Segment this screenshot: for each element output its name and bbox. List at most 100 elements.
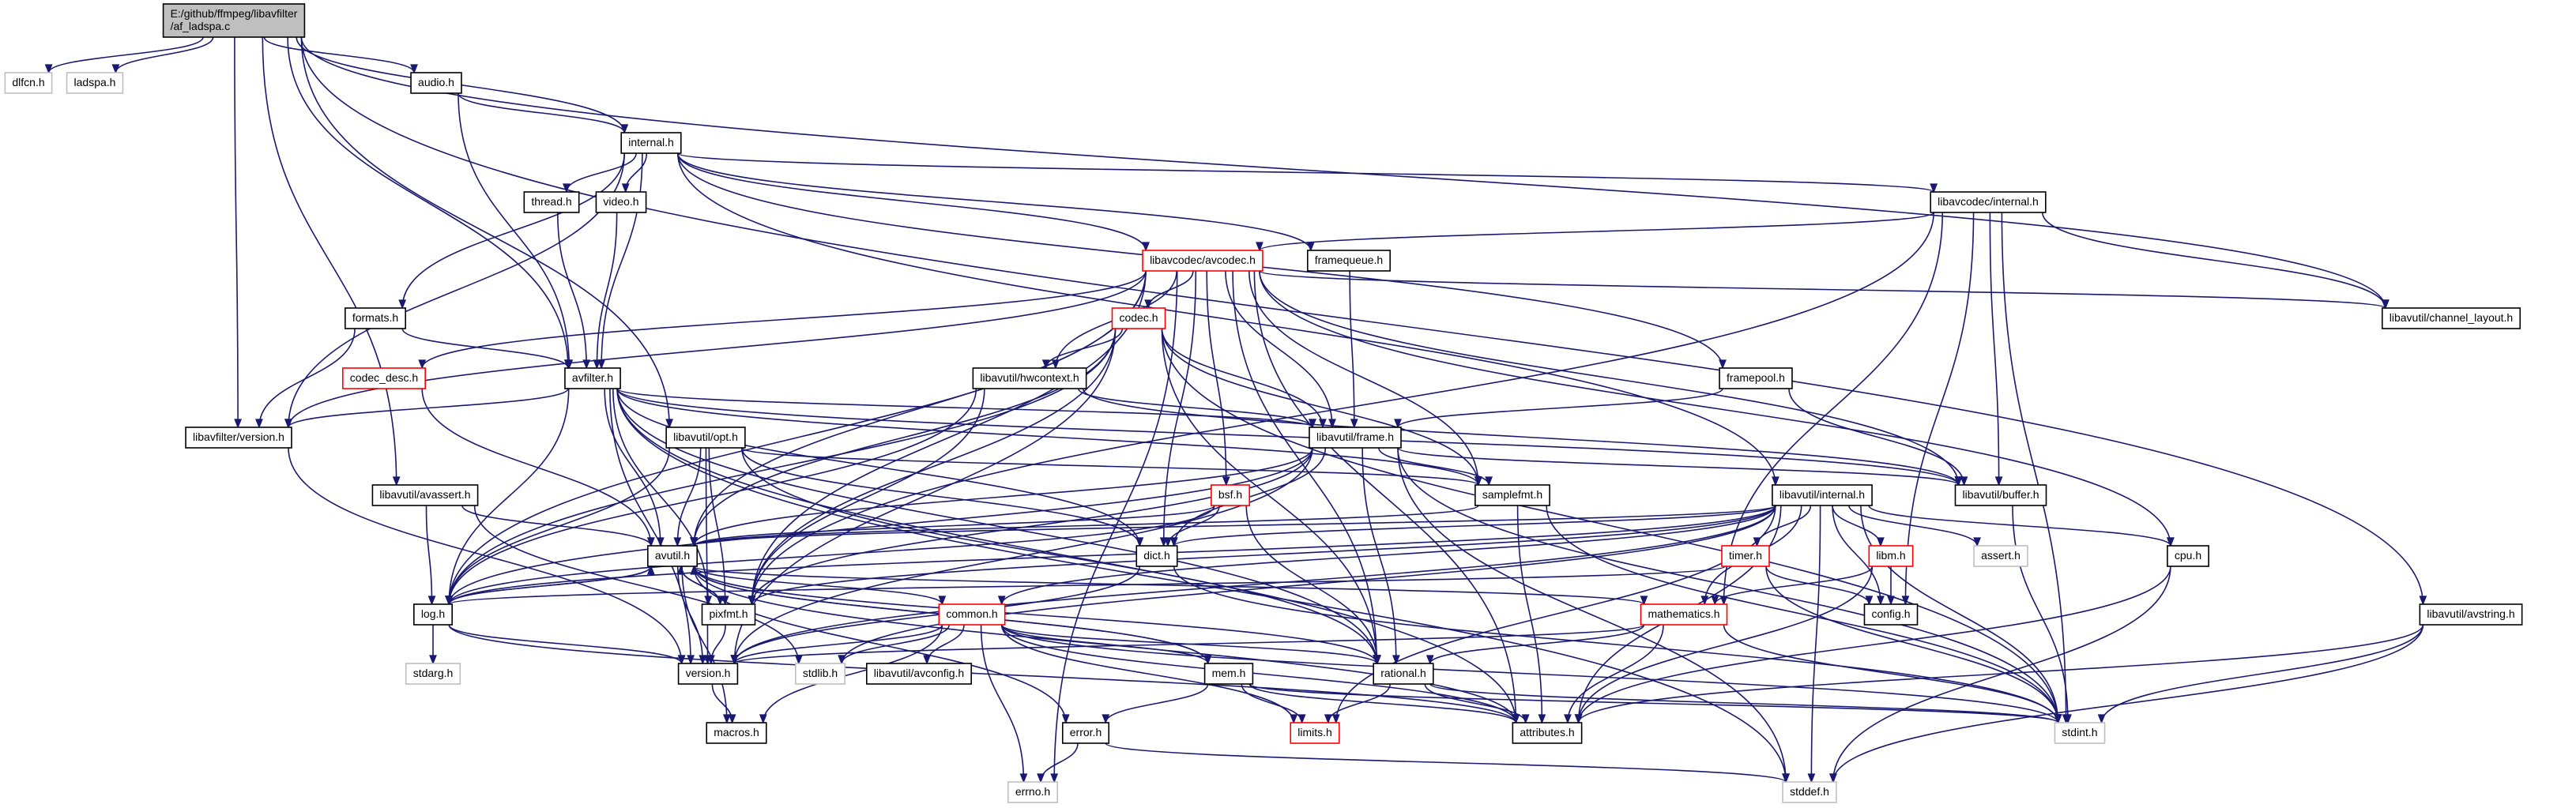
node-box bbox=[938, 603, 1006, 626]
node-label: audio.h bbox=[418, 76, 454, 88]
arrowhead bbox=[1512, 714, 1520, 724]
node-libm[interactable]: libm.h bbox=[1868, 545, 1914, 567]
edge-codec-to-frame bbox=[1161, 328, 1327, 429]
edge-lavc_internal-to-buffer bbox=[1989, 212, 2003, 487]
node-mem[interactable]: mem.h bbox=[1203, 663, 1254, 685]
node-box bbox=[1306, 250, 1392, 272]
node-box bbox=[1290, 722, 1340, 744]
edge-mathematics-to-version bbox=[730, 624, 1645, 665]
node-label: config.h bbox=[1871, 607, 1910, 620]
node-label: version.h bbox=[686, 667, 731, 679]
arrowhead bbox=[1135, 537, 1144, 547]
node-avfilter[interactable]: avfilter.h bbox=[564, 367, 621, 389]
node-dlfcn[interactable]: dlfcn.h bbox=[4, 72, 53, 94]
node-avconfig[interactable]: libavutil/avconfig.h bbox=[865, 663, 973, 685]
node-box bbox=[523, 191, 580, 213]
node-buffer[interactable]: libavutil/buffer.h bbox=[1954, 484, 2047, 506]
node-box bbox=[413, 603, 453, 626]
node-lavc-internal[interactable]: libavcodec/internal.h bbox=[1930, 191, 2047, 213]
node-stdarg[interactable]: stdarg.h bbox=[405, 663, 461, 685]
node-macros[interactable]: macros.h bbox=[706, 722, 767, 744]
arrowhead bbox=[1222, 476, 1230, 487]
node-pixfmt[interactable]: pixfmt.h bbox=[701, 603, 756, 626]
node-box bbox=[4, 72, 53, 94]
node-video[interactable]: video.h bbox=[595, 191, 647, 213]
node-box bbox=[1782, 781, 1837, 803]
node-root[interactable]: E:/github/ffmpeg/libavfilter/af_ladspa.c bbox=[162, 3, 306, 38]
node-thread[interactable]: thread.h bbox=[523, 191, 580, 213]
arrowhead bbox=[1711, 596, 1719, 606]
edge-avutil-to-common bbox=[693, 566, 947, 606]
edge-rational-to-stdint bbox=[1429, 683, 2062, 724]
node-cpu[interactable]: cpu.h bbox=[2167, 545, 2209, 567]
arrowhead bbox=[690, 537, 699, 547]
node-label: libavutil/hwcontext.h bbox=[980, 371, 1079, 384]
node-formats[interactable]: formats.h bbox=[345, 307, 406, 329]
node-box bbox=[1007, 781, 1058, 803]
node-codec[interactable]: codec.h bbox=[1111, 307, 1166, 329]
node-box bbox=[410, 72, 462, 94]
node-label: E:/github/ffmpeg/libavfilter bbox=[171, 7, 298, 20]
node-version[interactable]: version.h bbox=[677, 663, 739, 685]
node-stddef[interactable]: stddef.h bbox=[1782, 781, 1837, 803]
node-hwcontext[interactable]: libavutil/hwcontext.h bbox=[972, 367, 1087, 389]
node-codec-desc[interactable]: codec_desc.h bbox=[341, 367, 427, 389]
node-label: avutil.h bbox=[655, 549, 690, 562]
arrowhead bbox=[1350, 419, 1358, 429]
node-label: limits.h bbox=[1297, 726, 1332, 738]
node-assert[interactable]: assert.h bbox=[1973, 545, 2028, 567]
node-label: /af_ladspa.c bbox=[171, 20, 231, 32]
node-box bbox=[2381, 307, 2521, 329]
edge-internal-to-lavu_internal bbox=[676, 152, 1779, 487]
node-framequeue[interactable]: framequeue.h bbox=[1306, 250, 1392, 272]
node-mathematics[interactable]: mathematics.h bbox=[1640, 603, 1728, 626]
node-audio[interactable]: audio.h bbox=[410, 72, 462, 94]
arrowhead bbox=[111, 64, 120, 74]
node-rational[interactable]: rational.h bbox=[1373, 663, 1434, 685]
node-internal[interactable]: internal.h bbox=[620, 132, 682, 154]
node-errno[interactable]: errno.h bbox=[1007, 781, 1058, 803]
node-channel-layout[interactable]: libavutil/channel_layout.h bbox=[2381, 307, 2521, 329]
edge-root-to-avstring bbox=[300, 36, 2427, 606]
node-lavf-version[interactable]: libavfilter/version.h bbox=[185, 427, 292, 449]
edge-error-to-stddef bbox=[1105, 742, 1790, 784]
arrowhead bbox=[676, 565, 685, 575]
node-opt[interactable]: libavutil/opt.h bbox=[665, 427, 746, 449]
node-stdint[interactable]: stdint.h bbox=[2054, 722, 2106, 744]
node-frame[interactable]: libavutil/frame.h bbox=[1309, 427, 1402, 449]
edge-frame-to-stddef bbox=[1397, 447, 1790, 784]
node-box bbox=[2419, 603, 2523, 626]
node-samplefmt[interactable]: samplefmt.h bbox=[1474, 484, 1550, 506]
edge-root-to-audio bbox=[263, 36, 418, 74]
node-label: codec_desc.h bbox=[350, 371, 418, 384]
node-box bbox=[341, 367, 427, 389]
node-stdlib[interactable]: stdlib.h bbox=[795, 663, 845, 685]
node-common[interactable]: common.h bbox=[938, 603, 1006, 626]
node-attributes[interactable]: attributes.h bbox=[1512, 722, 1583, 744]
node-framepool[interactable]: framepool.h bbox=[1719, 367, 1793, 389]
node-dict[interactable]: dict.h bbox=[1135, 545, 1178, 567]
edge-root-to-avassert bbox=[262, 36, 401, 487]
node-avassert[interactable]: libavutil/avassert.h bbox=[371, 484, 479, 506]
node-avstring[interactable]: libavutil/avstring.h bbox=[2419, 603, 2523, 626]
node-bsf[interactable]: bsf.h bbox=[1211, 484, 1250, 506]
arrowhead bbox=[1297, 714, 1306, 724]
arrowhead bbox=[665, 419, 674, 429]
node-limits[interactable]: limits.h bbox=[1290, 722, 1340, 744]
node-log[interactable]: log.h bbox=[413, 603, 453, 626]
edge-lavu_internal-to-libm bbox=[1832, 505, 1885, 547]
node-error[interactable]: error.h bbox=[1061, 722, 1110, 744]
node-config[interactable]: config.h bbox=[1863, 603, 1919, 626]
node-ladspa[interactable]: ladspa.h bbox=[66, 72, 124, 94]
node-box bbox=[1640, 603, 1728, 626]
arrowhead bbox=[673, 537, 682, 547]
node-timer[interactable]: timer.h bbox=[1721, 545, 1770, 567]
node-avcodec[interactable]: libavcodec/avcodec.h bbox=[1142, 250, 1264, 272]
arrowhead bbox=[255, 419, 263, 429]
node-lavu-internal[interactable]: libavutil/internal.h bbox=[1772, 484, 1873, 506]
node-label: log.h bbox=[421, 607, 445, 620]
node-avutil[interactable]: avutil.h bbox=[647, 545, 698, 567]
arrowhead bbox=[2064, 714, 2072, 724]
node-label: libavutil/frame.h bbox=[1316, 430, 1394, 443]
